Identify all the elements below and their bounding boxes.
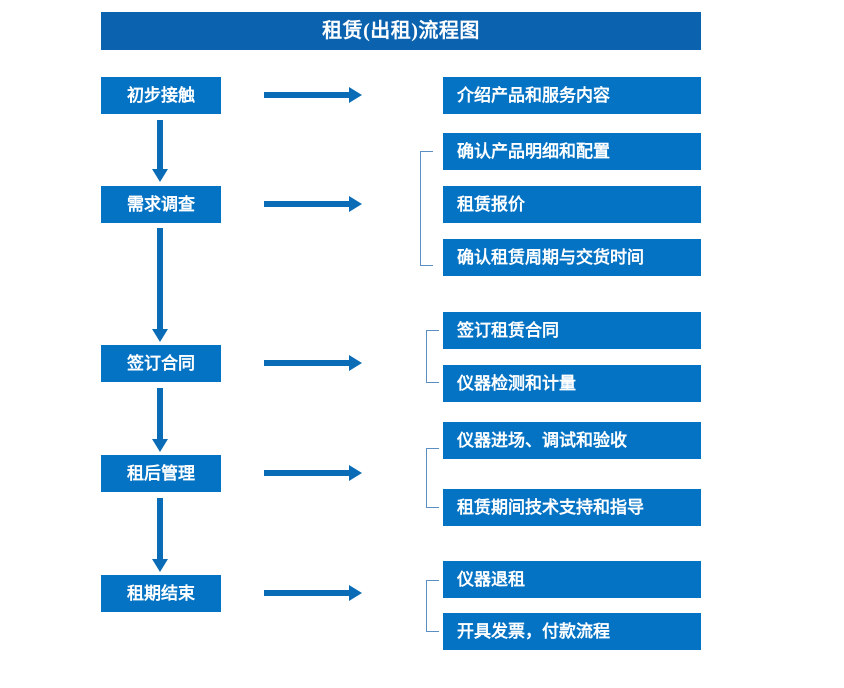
stage-box-initial-contact[interactable]: 初步接触 xyxy=(101,77,221,114)
arrow-right-icon xyxy=(264,86,362,104)
arrow-right-icon xyxy=(264,584,362,602)
detail-box-confirm-lease-period[interactable]: 确认租赁周期与交货时间 xyxy=(443,239,701,276)
detail-label: 确认产品明细和配置 xyxy=(457,142,610,161)
detail-box-rental-quotation[interactable]: 租赁报价 xyxy=(443,186,701,223)
stage-box-lease-end[interactable]: 租期结束 xyxy=(101,575,221,612)
stage-label: 租后管理 xyxy=(127,464,195,483)
detail-label: 介绍产品和服务内容 xyxy=(457,86,610,105)
detail-label: 开具发票，付款流程 xyxy=(457,622,610,641)
arrow-right-icon xyxy=(264,195,362,213)
stage-label: 需求调查 xyxy=(127,195,195,214)
stage-label: 初步接触 xyxy=(127,86,195,105)
stage-label: 租期结束 xyxy=(127,584,195,603)
arrow-down-icon xyxy=(151,498,169,572)
detail-label: 仪器检测和计量 xyxy=(457,374,576,393)
detail-box-instrument-installation[interactable]: 仪器进场、调试和验收 xyxy=(443,422,701,459)
group-bracket-post-rental xyxy=(426,448,439,508)
detail-box-instrument-return[interactable]: 仪器退租 xyxy=(443,561,701,598)
detail-label: 仪器进场、调试和验收 xyxy=(457,431,627,450)
detail-box-sign-lease-contract[interactable]: 签订租赁合同 xyxy=(443,312,701,349)
detail-label: 租赁期间技术支持和指导 xyxy=(457,498,644,517)
group-bracket-sign-contract xyxy=(426,330,439,383)
arrow-right-icon xyxy=(264,354,362,372)
detail-box-technical-support[interactable]: 租赁期间技术支持和指导 xyxy=(443,489,701,526)
stage-label: 签订合同 xyxy=(127,354,195,373)
group-bracket-demand-survey xyxy=(420,151,433,266)
detail-label: 仪器退租 xyxy=(457,570,525,589)
detail-label: 租赁报价 xyxy=(457,195,525,214)
stage-box-demand-survey[interactable]: 需求调查 xyxy=(101,186,221,223)
stage-box-sign-contract[interactable]: 签订合同 xyxy=(101,345,221,382)
detail-box-introduce-products[interactable]: 介绍产品和服务内容 xyxy=(443,77,701,114)
detail-label: 签订租赁合同 xyxy=(457,321,559,340)
arrow-down-icon xyxy=(151,388,169,452)
arrow-right-icon xyxy=(264,464,362,482)
arrow-down-icon xyxy=(151,228,169,342)
arrow-down-icon xyxy=(151,120,169,182)
chart-title-banner: 租赁(出租)流程图 xyxy=(101,12,701,50)
group-bracket-lease-end xyxy=(426,580,439,632)
detail-label: 确认租赁周期与交货时间 xyxy=(457,248,644,267)
detail-box-invoice-payment[interactable]: 开具发票，付款流程 xyxy=(443,613,701,650)
detail-box-confirm-product-details[interactable]: 确认产品明细和配置 xyxy=(443,133,701,170)
detail-box-instrument-inspection[interactable]: 仪器检测和计量 xyxy=(443,365,701,402)
stage-box-post-rental-management[interactable]: 租后管理 xyxy=(101,455,221,492)
page-title: 租赁(出租)流程图 xyxy=(322,20,480,42)
